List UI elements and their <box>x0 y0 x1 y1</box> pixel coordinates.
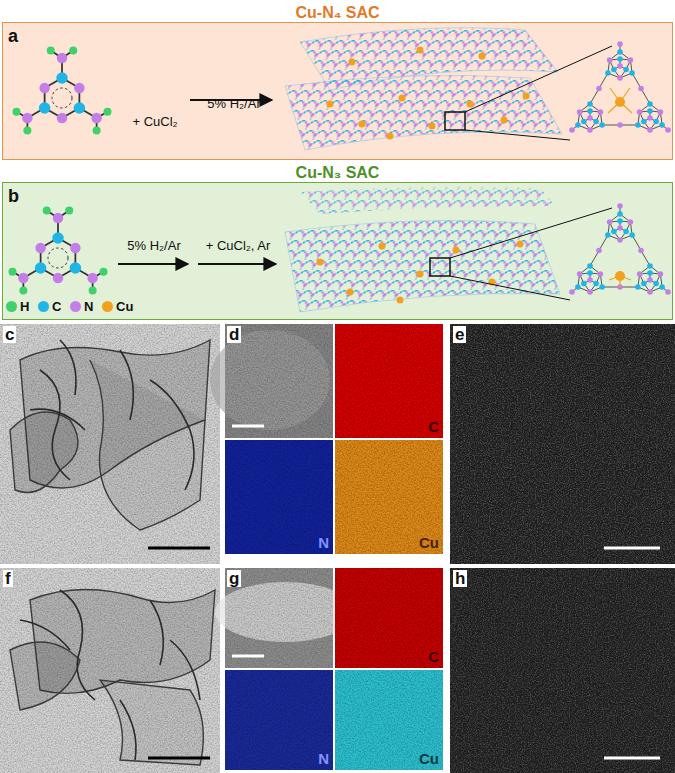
panel-letter: h <box>453 570 467 587</box>
panel-letter: d <box>227 326 241 343</box>
node-text: Cu <box>419 534 439 551</box>
eds-map-tile: N <box>225 670 333 770</box>
legend-text: N <box>84 300 93 313</box>
legend-text: Cu <box>116 300 133 313</box>
legend-swatch <box>102 301 113 312</box>
legend-item: C <box>38 300 61 313</box>
legend-text: H <box>20 300 29 313</box>
eds-map-tile: C <box>335 324 443 438</box>
node-text: + CuCl₂ <box>132 115 177 130</box>
node-text: N <box>318 534 329 551</box>
node-text: C <box>428 648 439 665</box>
scheme-panel: Cu-N₄ SACa+ CuCl₂5% H₂/Ar <box>2 22 673 160</box>
legend-item: H <box>6 300 29 313</box>
node-text: 5% H₂/Ar <box>127 239 180 254</box>
legend-item: Cu <box>102 300 133 313</box>
eds-map-tile: N <box>225 440 333 554</box>
node-text: a <box>8 26 18 47</box>
scheme-panel: Cu-N₃ SACb5% H₂/Ar+ CuCl₂, Ar <box>2 182 673 320</box>
node-text: C <box>428 418 439 435</box>
legend-item: N <box>70 300 93 313</box>
node-text: 5% H₂/Ar <box>207 97 260 112</box>
node-text: Cu <box>419 750 439 767</box>
panel-letter: f <box>3 570 13 587</box>
legend-text: C <box>52 300 61 313</box>
eds-map-tile: C <box>335 568 443 668</box>
panel-letter: g <box>227 570 241 587</box>
eds-map-tile: Cu <box>335 440 443 554</box>
legend-swatch <box>70 301 81 312</box>
panel-letter: e <box>453 326 466 343</box>
legend-swatch <box>38 301 49 312</box>
panel-heading: Cu-N₄ SAC <box>3 4 672 22</box>
node-text: + CuCl₂, Ar <box>206 239 271 254</box>
panel-heading: Cu-N₃ SAC <box>3 164 672 182</box>
legend-swatch <box>6 301 17 312</box>
node-text: N <box>318 750 329 767</box>
panel-letter: c <box>3 326 16 343</box>
eds-map-tile: Cu <box>335 670 443 770</box>
node-text: b <box>8 186 19 207</box>
